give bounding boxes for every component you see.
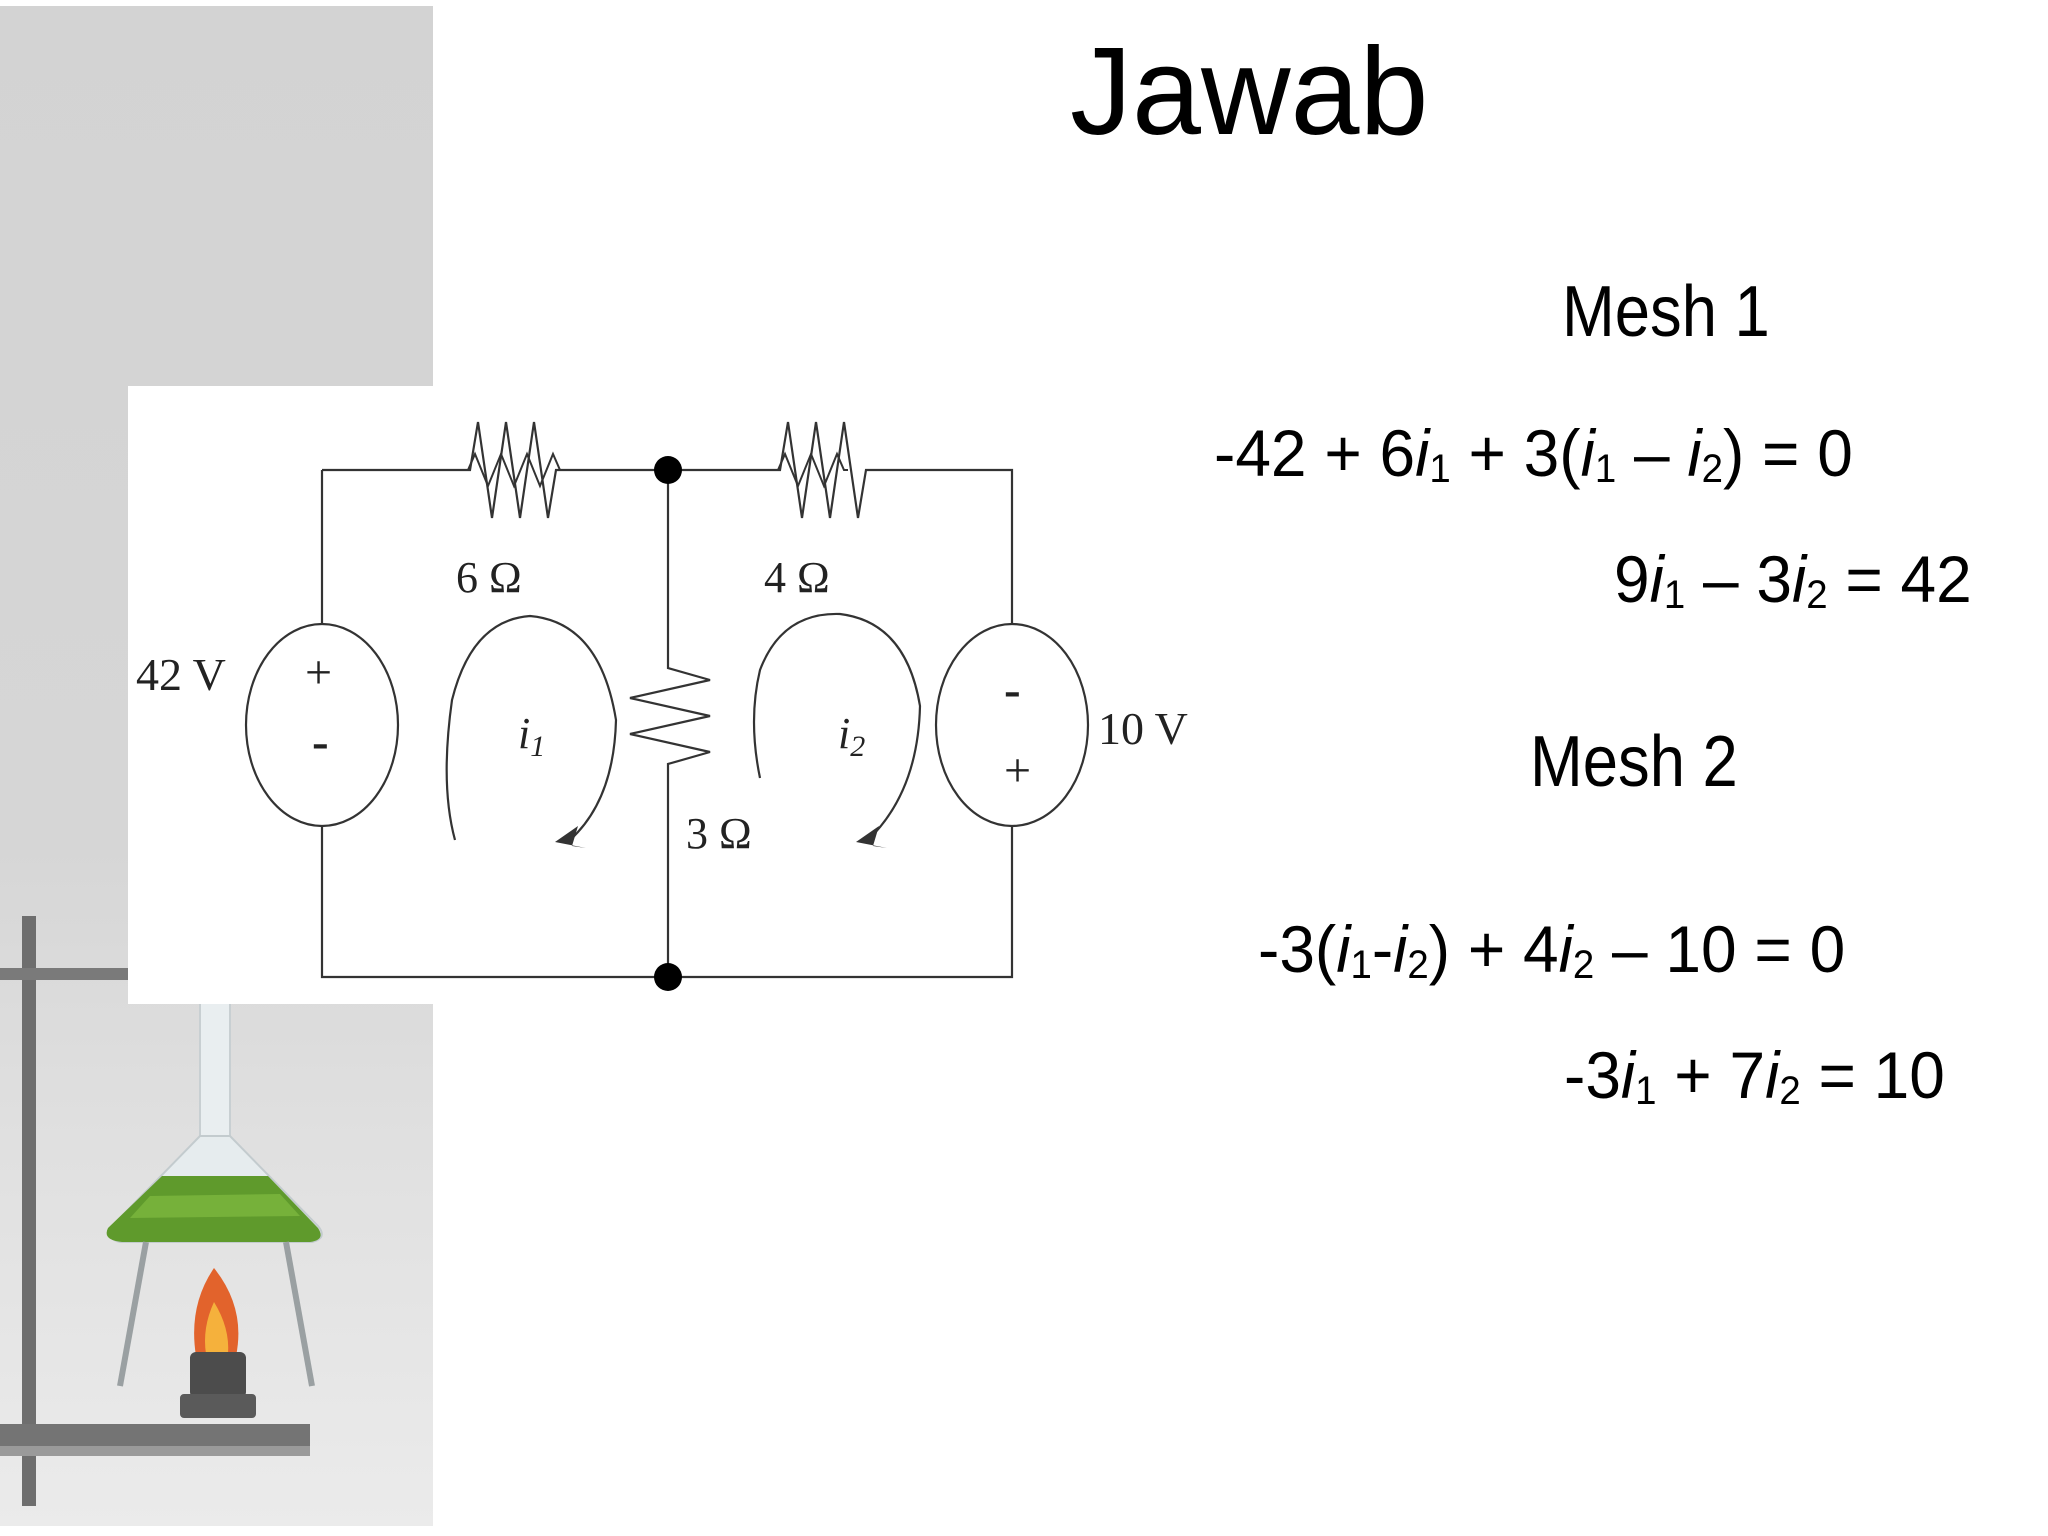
lab-flask-burner-illustration (0, 916, 323, 1506)
page-title: Jawab (1070, 23, 1429, 161)
source-left-label: 42 V (136, 649, 226, 700)
node-bottom (654, 963, 682, 991)
mesh1-heading: Mesh 1 (1562, 272, 1770, 352)
mesh2-heading: Mesh 2 (1530, 722, 1738, 802)
mesh-current-2-label: i2 (838, 709, 865, 763)
source-left-plus: + (305, 646, 332, 699)
source-right-minus: - (1004, 661, 1021, 717)
mesh-current-1-label: i1 (518, 709, 545, 763)
voltage-source-42v (244, 622, 400, 828)
mesh2-arrow-head (856, 826, 887, 848)
mesh2-equation-simplified: -3i1 + 7i2 = 10 (1564, 1038, 1945, 1113)
mesh1-equation-kvl: -42 + 6i1 + 3(i1 – i2) = 0 (1214, 416, 1853, 491)
voltage-source-10v (934, 622, 1090, 828)
mesh1-arrow-head (555, 826, 586, 848)
source-right-plus: + (1004, 744, 1031, 797)
mesh1-equation-simplified: 9i1 – 3i2 = 42 (1614, 542, 1972, 617)
node-top (654, 456, 682, 484)
source-left-minus: - (312, 713, 329, 769)
mesh2-equation-kvl: -3(i1-i2) + 4i2 – 10 = 0 (1258, 912, 1846, 987)
resistor-4-ohm-label: 4 Ω (764, 553, 830, 602)
resistor-3-ohm-label: 3 Ω (686, 809, 752, 858)
source-right-label: 10 V (1098, 703, 1188, 754)
resistor-6-ohm-label: 6 Ω (456, 553, 522, 602)
